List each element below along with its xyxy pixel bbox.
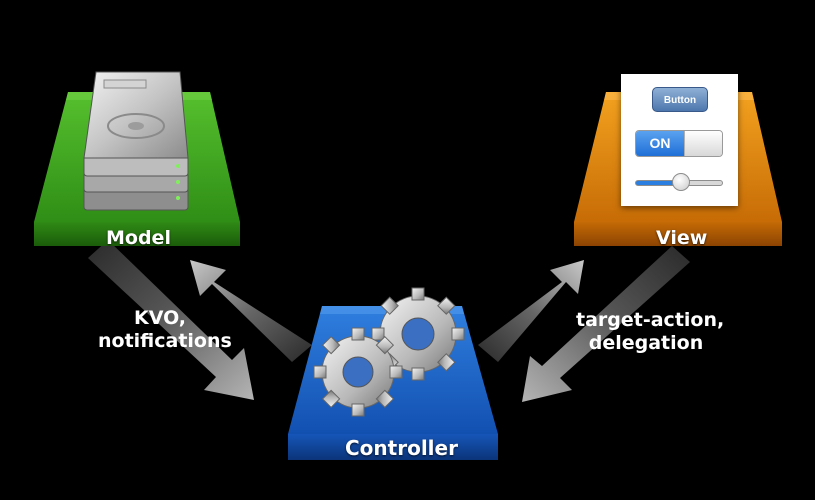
view-widgets-panel: Button ON — [621, 74, 738, 206]
arrow-model-to-controller — [88, 240, 254, 400]
kvo-caption-line2: notifications — [98, 330, 232, 352]
controller-label: Controller — [345, 436, 458, 460]
gears-icon — [313, 287, 465, 417]
target-action-line2: delegation — [588, 332, 704, 354]
switch-knob — [684, 131, 722, 156]
kvo-caption-line1: KVO, — [133, 307, 187, 329]
arrow-view-to-controller — [522, 246, 690, 402]
sample-button: Button — [652, 87, 708, 112]
target-action-caption: target-action, delegation — [576, 309, 725, 355]
view-label: View — [656, 227, 708, 249]
slider-knob — [671, 173, 690, 191]
arrow-controller-to-view — [478, 260, 584, 362]
hard-disk-icon — [83, 71, 189, 211]
sample-switch: ON — [635, 130, 723, 157]
model-label: Model — [106, 227, 171, 249]
sample-slider — [635, 173, 723, 191]
arrow-controller-to-model — [190, 260, 312, 362]
kvo-notifications-caption: KVO, notifications — [98, 307, 232, 353]
switch-on-label: ON — [636, 131, 684, 156]
target-action-line1: target-action, — [576, 309, 725, 331]
